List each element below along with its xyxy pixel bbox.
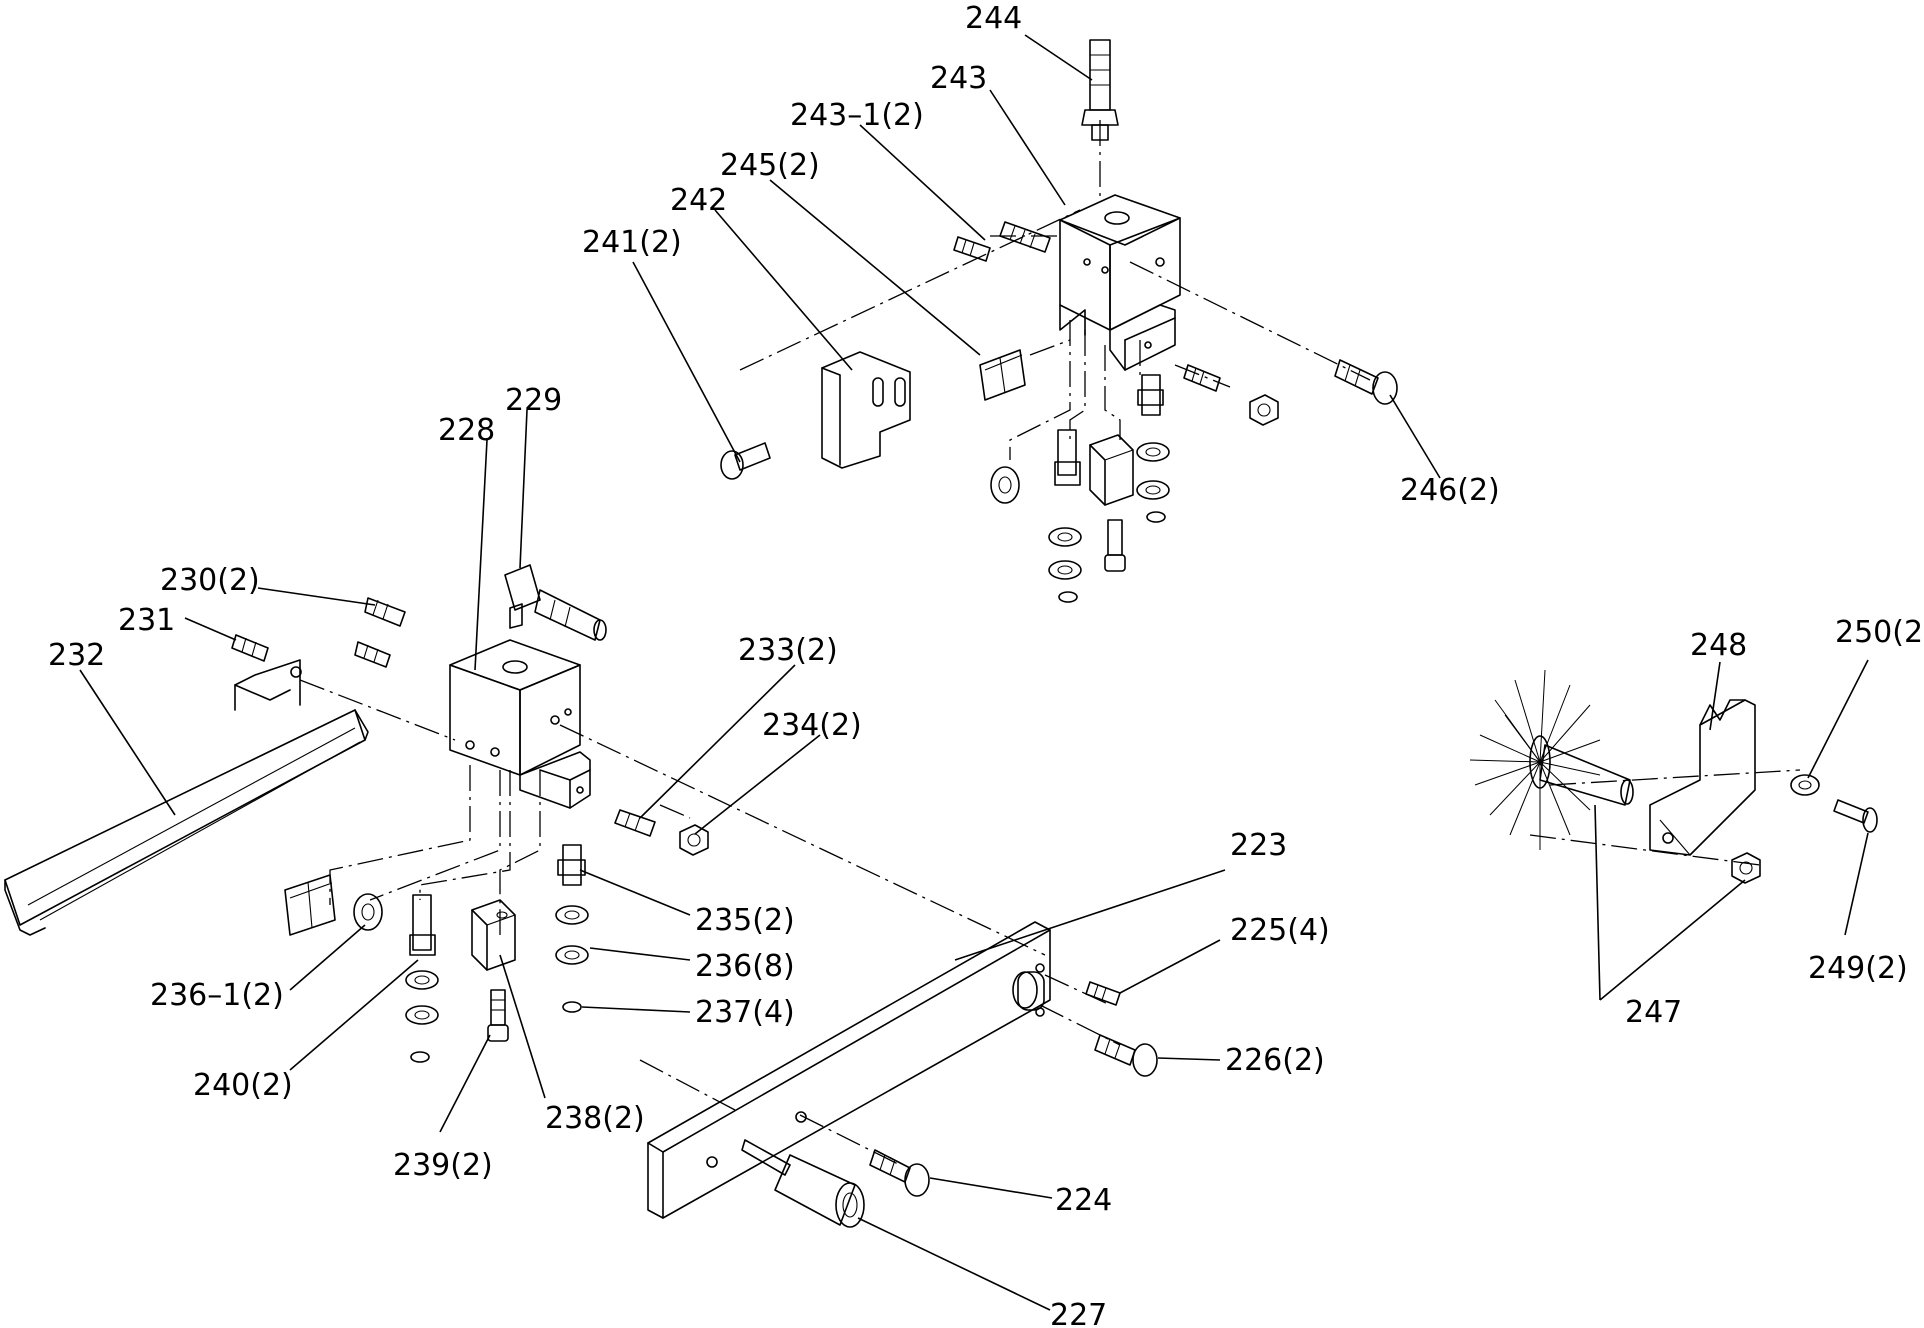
part-228-block-lower <box>449 639 591 809</box>
label-249: 249(2) <box>1808 951 1908 986</box>
label-242: 242 <box>670 183 727 218</box>
part-227-handle <box>741 1139 865 1228</box>
label-248: 248 <box>1690 628 1747 663</box>
label-244: 244 <box>965 1 1022 36</box>
label-236-1: 236–1(2) <box>150 978 284 1013</box>
cap-screws <box>720 359 1398 1197</box>
label-250: 250(2) <box>1835 615 1924 650</box>
hex-nuts <box>679 394 1761 884</box>
parts-249-250 <box>1790 774 1878 833</box>
label-237: 237(4) <box>695 995 795 1030</box>
label-236: 236(8) <box>695 949 795 984</box>
part-247-brush <box>1469 669 1634 850</box>
label-231: 231 <box>118 603 175 638</box>
shafts-lower <box>409 844 586 956</box>
label-230: 230(2) <box>160 563 260 598</box>
part-223-main-bar <box>647 921 1051 1219</box>
label-234: 234(2) <box>762 708 862 743</box>
label-229: 229 <box>505 383 562 418</box>
label-245: 245(2) <box>720 148 820 183</box>
part-242-bracket <box>821 351 911 469</box>
label-238: 238(2) <box>545 1101 645 1136</box>
label-239: 239(2) <box>393 1148 493 1183</box>
label-243: 243 <box>930 61 987 96</box>
label-225: 225(4) <box>1230 913 1330 948</box>
part-243-block-upper <box>1059 194 1181 371</box>
part-labels: 244 243 243–1(2) 245(2) 242 241(2) 246(2… <box>48 1 1924 1328</box>
label-232: 232 <box>48 638 105 673</box>
label-226: 226(2) <box>1225 1043 1325 1078</box>
bearings-upper <box>990 374 1170 603</box>
label-227: 227 <box>1050 1298 1107 1328</box>
part-238-block <box>471 899 516 971</box>
label-240: 240(2) <box>193 1068 293 1103</box>
pads <box>284 349 1026 936</box>
label-228: 228 <box>438 413 495 448</box>
upper-238-block-and-screw <box>1089 434 1134 572</box>
label-246: 246(2) <box>1400 473 1500 508</box>
label-241: 241(2) <box>582 225 682 260</box>
label-243-1: 243–1(2) <box>790 98 924 133</box>
small-screws <box>231 221 1221 1006</box>
part-244-hose-fitting <box>1081 39 1119 141</box>
label-247: 247 <box>1625 995 1682 1030</box>
label-224: 224 <box>1055 1183 1112 1218</box>
part-239-screw <box>487 989 509 1042</box>
label-235: 235(2) <box>695 903 795 938</box>
label-223: 223 <box>1230 828 1287 863</box>
label-233: 233(2) <box>738 633 838 668</box>
leader-lines <box>79 34 1869 1311</box>
assembly-centerlines <box>299 120 1801 1166</box>
part-229-elbow-fitting <box>504 564 607 641</box>
part-248-bracket <box>1649 699 1756 856</box>
part-232-chute <box>4 659 369 936</box>
bearings-lower <box>353 893 589 1063</box>
